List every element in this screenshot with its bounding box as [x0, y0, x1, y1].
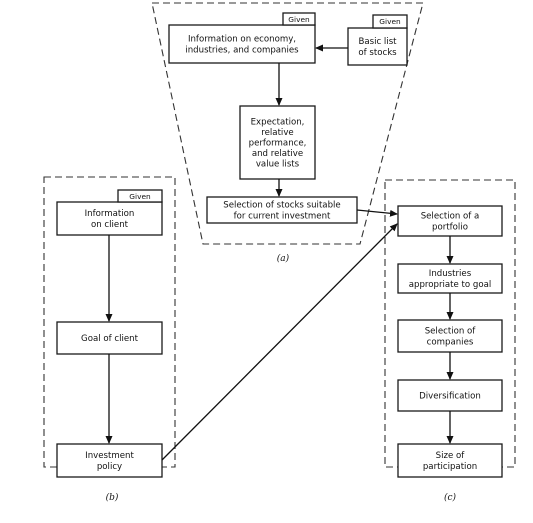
node-text-line: Selection of a: [421, 212, 480, 222]
node-text-line: industries, and companies: [185, 45, 299, 55]
node-goal-client: Goal of client: [56, 321, 163, 355]
node-text-line: Information: [85, 209, 135, 219]
node-text-line: Diversification: [419, 392, 481, 402]
node-text-line: and relative: [252, 149, 303, 159]
caption-a: (a): [277, 253, 290, 264]
caption-c: (c): [444, 492, 457, 503]
region-a-outline: [151, 2, 424, 245]
node-text-line: Expectation,: [251, 117, 305, 127]
node-info-economy-text: Information on economy,industries, and c…: [185, 35, 299, 56]
node-goal-client-text: Goal of client: [81, 334, 139, 344]
node-diversification-text: Diversification: [419, 392, 481, 402]
node-info-economy: Given Information on economy,industries,…: [168, 12, 316, 64]
node-text-line: Goal of client: [81, 334, 139, 344]
node-text-line: for current investment: [234, 211, 331, 221]
node-text-line: performance,: [249, 139, 307, 149]
node-text-line: of stocks: [358, 48, 397, 58]
given-label: Given: [288, 15, 310, 24]
node-text-line: Information on economy,: [188, 35, 296, 45]
node-text-line: portfolio: [432, 222, 468, 232]
node-text-line: Industries: [429, 269, 472, 279]
arrow-policy-to-portfolio: [161, 223, 398, 461]
node-text-line: Size of: [436, 451, 466, 461]
given-label: Given: [379, 17, 401, 26]
arrow-selection-stocks-to-portfolio: [356, 209, 398, 217]
node-text-line: value lists: [256, 160, 300, 170]
node-text-line: companies: [427, 337, 474, 347]
node-text-line: Investment: [85, 451, 134, 461]
given-label: Given: [129, 192, 151, 201]
caption-b: (b): [106, 492, 119, 503]
node-text-line: appropriate to goal: [409, 280, 492, 290]
node-text-line: policy: [97, 462, 122, 472]
node-text-line: on client: [91, 220, 129, 230]
node-text-line: Basic list: [358, 37, 397, 47]
node-text-line: Selection of stocks suitable: [223, 201, 340, 211]
node-text-line: Selection of: [425, 327, 477, 337]
node-text-line: participation: [423, 462, 477, 472]
node-diversification: Diversification: [397, 379, 503, 412]
node-text-line: relative: [261, 128, 293, 138]
